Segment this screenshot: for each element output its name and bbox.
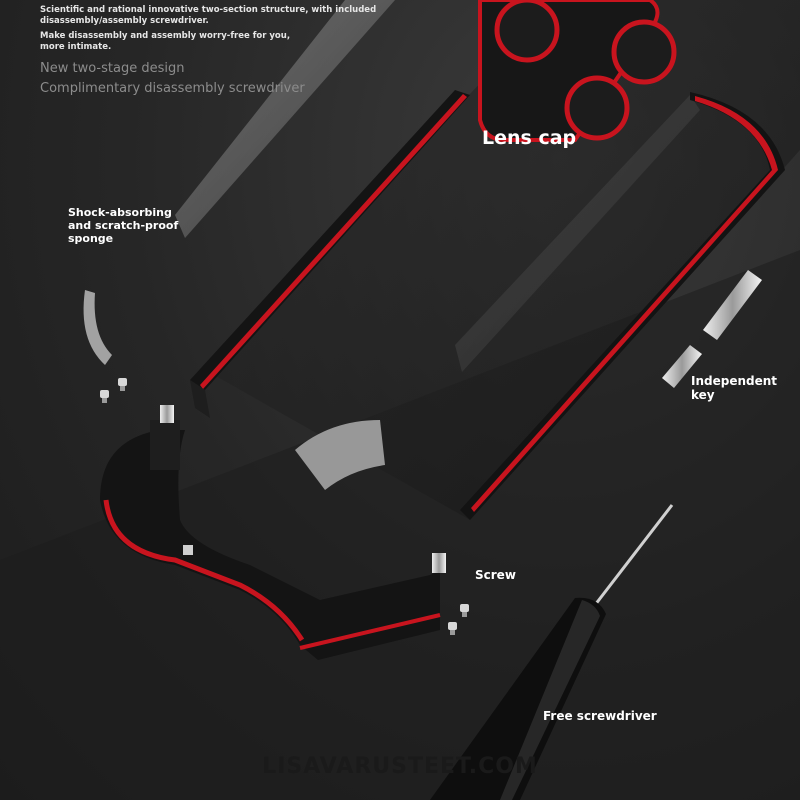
- sponge-piece-left: [83, 290, 112, 365]
- lens-ring-3: [564, 75, 630, 141]
- right-rail: [460, 92, 785, 520]
- left-glass-strip: [175, 0, 395, 238]
- corner-clip-top: [160, 405, 174, 423]
- lens-ring-2: [611, 19, 677, 85]
- lens-cap: [478, 0, 677, 142]
- intro-sub-line: New two-stage design: [40, 61, 185, 76]
- key-long: [703, 270, 762, 340]
- sponge-label: Shock-absorbing and scratch-proof sponge: [68, 206, 178, 245]
- key-label-line: Independent: [691, 374, 778, 388]
- intro-line: more intimate.: [40, 42, 112, 52]
- sponge-label-line: sponge: [68, 232, 114, 245]
- sponge-label-line: Shock-absorbing: [68, 206, 172, 219]
- screw-label: Screw: [475, 568, 516, 582]
- corner-clip-right: [432, 553, 446, 573]
- key-short: [662, 345, 702, 388]
- key-label: Independent key: [691, 374, 777, 402]
- left-rail-end: [190, 380, 210, 418]
- left-rail-red-edge: [200, 94, 467, 389]
- sponge-label-line: and scratch-proof: [68, 219, 179, 232]
- intro-line: Scientific and rational innovative two-s…: [40, 5, 377, 15]
- bottom-corner-bumper: [100, 405, 446, 660]
- screwdriver: [430, 504, 674, 800]
- screws-left: [100, 378, 127, 403]
- intro-line: disassembly/assembly screwdriver.: [40, 16, 209, 26]
- screws-bottom: [448, 604, 469, 635]
- intro-line: Make disassembly and assembly worry-free…: [40, 31, 291, 41]
- key-label-line: key: [691, 388, 715, 402]
- watermark: LISAVARUSTEET.COM: [262, 754, 538, 779]
- lens-ring-1: [494, 0, 560, 63]
- sponge-piece-center: [295, 420, 385, 490]
- phone-back-plate: [205, 0, 800, 520]
- corner-pin: [183, 545, 193, 555]
- intro-sub-line: Complimentary disassembly screwdriver: [40, 81, 305, 96]
- intro-text: Scientific and rational innovative two-s…: [40, 5, 376, 99]
- lens-cap-label: Lens cap: [482, 127, 577, 149]
- screwdriver-label: Free screwdriver: [543, 709, 657, 723]
- floor-shadow: [0, 250, 800, 800]
